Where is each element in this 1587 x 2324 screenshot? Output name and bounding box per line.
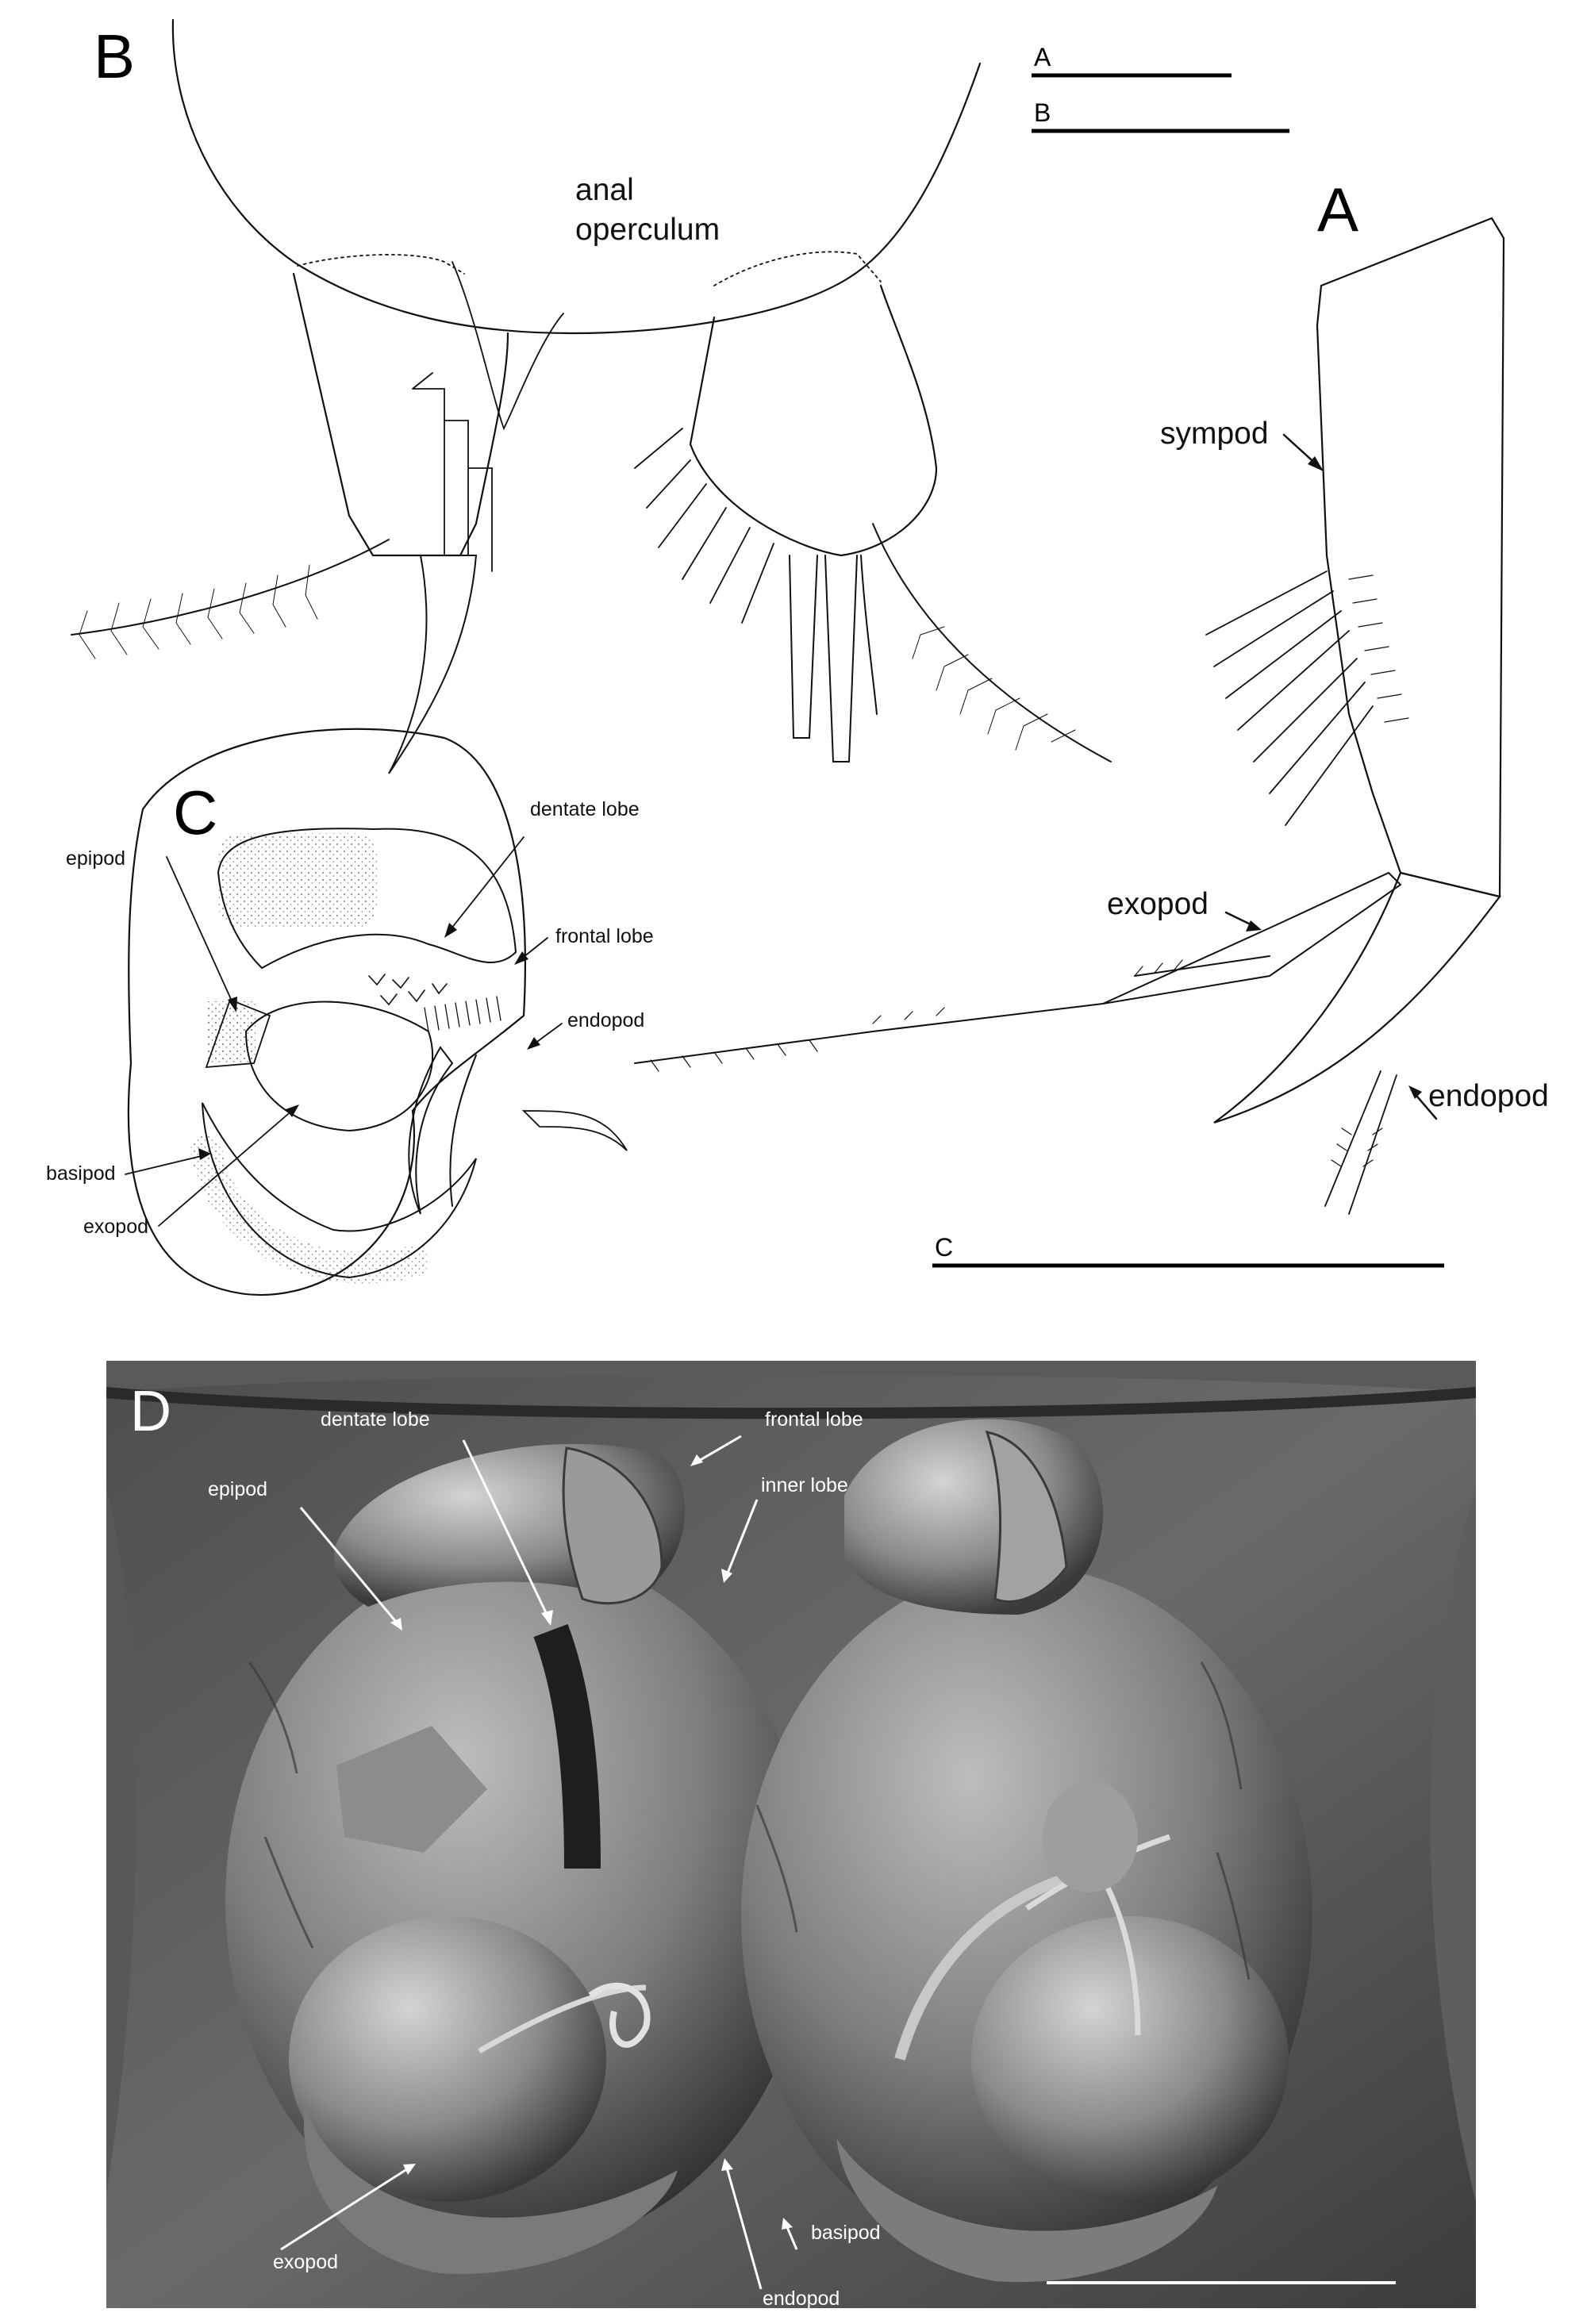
line-drawings: [71, 18, 1505, 1296]
right-small-knob: [1043, 1781, 1138, 1892]
endopod-arrowhead: [1408, 1085, 1422, 1099]
endopod-seta-barbs: [1331, 1127, 1383, 1167]
exopod-setae: [634, 955, 1270, 1064]
label-d-basipod: basipod: [811, 2222, 881, 2244]
left-exopod-sphere: [289, 1916, 606, 2202]
leader-epipod-head: [228, 997, 237, 1012]
exopod-seta-barbs: [650, 959, 1183, 1072]
scale-bars: [932, 73, 1444, 1268]
body-outline: [171, 18, 982, 335]
sem-leader-lines: [280, 1435, 798, 2290]
right-seta-plumes: [912, 626, 1076, 751]
central-cleft: [533, 1623, 601, 1869]
left-ramus-inner: [452, 261, 564, 431]
right-furcal-ramus: [689, 284, 938, 557]
endopod-setae: [1324, 1070, 1397, 1215]
sem-micrograph: D dentate lobe frontal lobe epipod inner…: [106, 1361, 1476, 2308]
exopod-disc: [244, 1001, 433, 1132]
label-d-epipod: epipod: [208, 1478, 268, 1500]
panel-b-drawing: [71, 18, 1112, 774]
sympod-arrowhead: [1308, 456, 1324, 471]
leader-dentate: [448, 836, 525, 933]
sympod-spine-fringe: [1348, 574, 1409, 723]
anal-operculum-dotted: [297, 251, 882, 286]
left-frontal-fold: [562, 1446, 663, 1605]
sympod-outline: [1316, 217, 1505, 898]
left-body-wall: [106, 1488, 136, 2194]
leader-epipod: [166, 856, 235, 1007]
exopod-arrowhead: [1246, 920, 1262, 932]
leader-frontal-head: [514, 951, 528, 965]
label-c-basipod: basipod: [46, 1162, 116, 1185]
upper-segment-edge: [106, 1387, 1476, 1419]
exopod-outline: [1102, 871, 1402, 1005]
sem-image: [106, 1361, 1476, 2308]
left-spines: [412, 372, 493, 572]
panel-d-letter: D: [130, 1380, 171, 1443]
panel-b-letter: B: [94, 21, 136, 91]
right-body-wall: [1430, 1488, 1476, 2202]
right-frontal-fold: [985, 1431, 1068, 1604]
label-anal-line2: operculum: [575, 213, 720, 247]
panel-c-drawing: [125, 728, 628, 1296]
sem-leader-heads: [390, 1454, 793, 2230]
leader-exopod: [158, 1108, 294, 1227]
right-claws: [789, 555, 878, 763]
label-d-inner-lobe: inner lobe: [761, 1474, 848, 1496]
panel-a-drawing: [634, 217, 1505, 1215]
panel-c-letter: C: [173, 778, 218, 847]
hook-tip: [521, 1110, 628, 1151]
leader-dentate-head: [444, 923, 457, 938]
left-claw: [388, 555, 478, 774]
scale-bar-b-label: B: [1034, 98, 1051, 127]
sympod-spines: [1205, 570, 1374, 826]
left-lower-bowl: [303, 2107, 678, 2274]
lower-bowl-stipple: [190, 1135, 428, 1284]
scale-bar-a-label: A: [1034, 43, 1051, 71]
left-epipod: [336, 1726, 487, 1853]
left-seta: [71, 539, 390, 636]
right-seta: [872, 523, 1112, 763]
label-d-exopod: exopod: [273, 2251, 339, 2273]
surface-wrinkles: [248, 1661, 1251, 1980]
endopod-claw: [408, 1046, 477, 1215]
left-seta-plumes: [79, 564, 318, 659]
label-d-frontal-lobe: frontal lobe: [765, 1408, 863, 1431]
upper-segment-rim: [106, 1361, 1476, 1392]
leader-endopod-head: [527, 1037, 540, 1050]
label-d-endopod: endopod: [763, 2288, 840, 2308]
label-a-exopod: exopod: [1107, 887, 1209, 921]
label-c-dentate-lobe: dentate lobe: [530, 798, 640, 820]
leader-exopod-head: [286, 1104, 299, 1117]
scale-bar-c-label: C: [935, 1233, 954, 1262]
label-c-exopod: exopod: [83, 1216, 149, 1238]
outer-contour: [127, 728, 526, 1296]
label-anal-line1: anal: [575, 173, 634, 207]
leader-basipod: [125, 1154, 206, 1175]
label-c-endopod: endopod: [567, 1009, 645, 1031]
right-lower-bowl: [836, 2138, 1217, 2283]
label-d-dentate-lobe: dentate lobe: [321, 1408, 430, 1431]
label-c-frontal-lobe: frontal lobe: [555, 925, 654, 947]
right-exopod-sphere: [971, 1916, 1289, 2202]
label-a-endopod: endopod: [1428, 1079, 1549, 1113]
leader-basipod-head: [198, 1148, 211, 1160]
label-a-sympod: sympod: [1160, 417, 1269, 451]
setal-comb: [424, 996, 501, 1032]
upper-lobe-stipple: [218, 833, 377, 928]
right-spines-comb: [634, 428, 774, 624]
dentate-teeth: [368, 974, 448, 1006]
left-curled-seta: [588, 1982, 651, 2048]
label-c-epipod: epipod: [66, 847, 126, 870]
panel-a-letter: A: [1317, 175, 1359, 244]
left-furcal-ramus: [292, 272, 509, 557]
upper-lobe: [217, 828, 517, 970]
endopod-outline: [1213, 871, 1501, 1124]
